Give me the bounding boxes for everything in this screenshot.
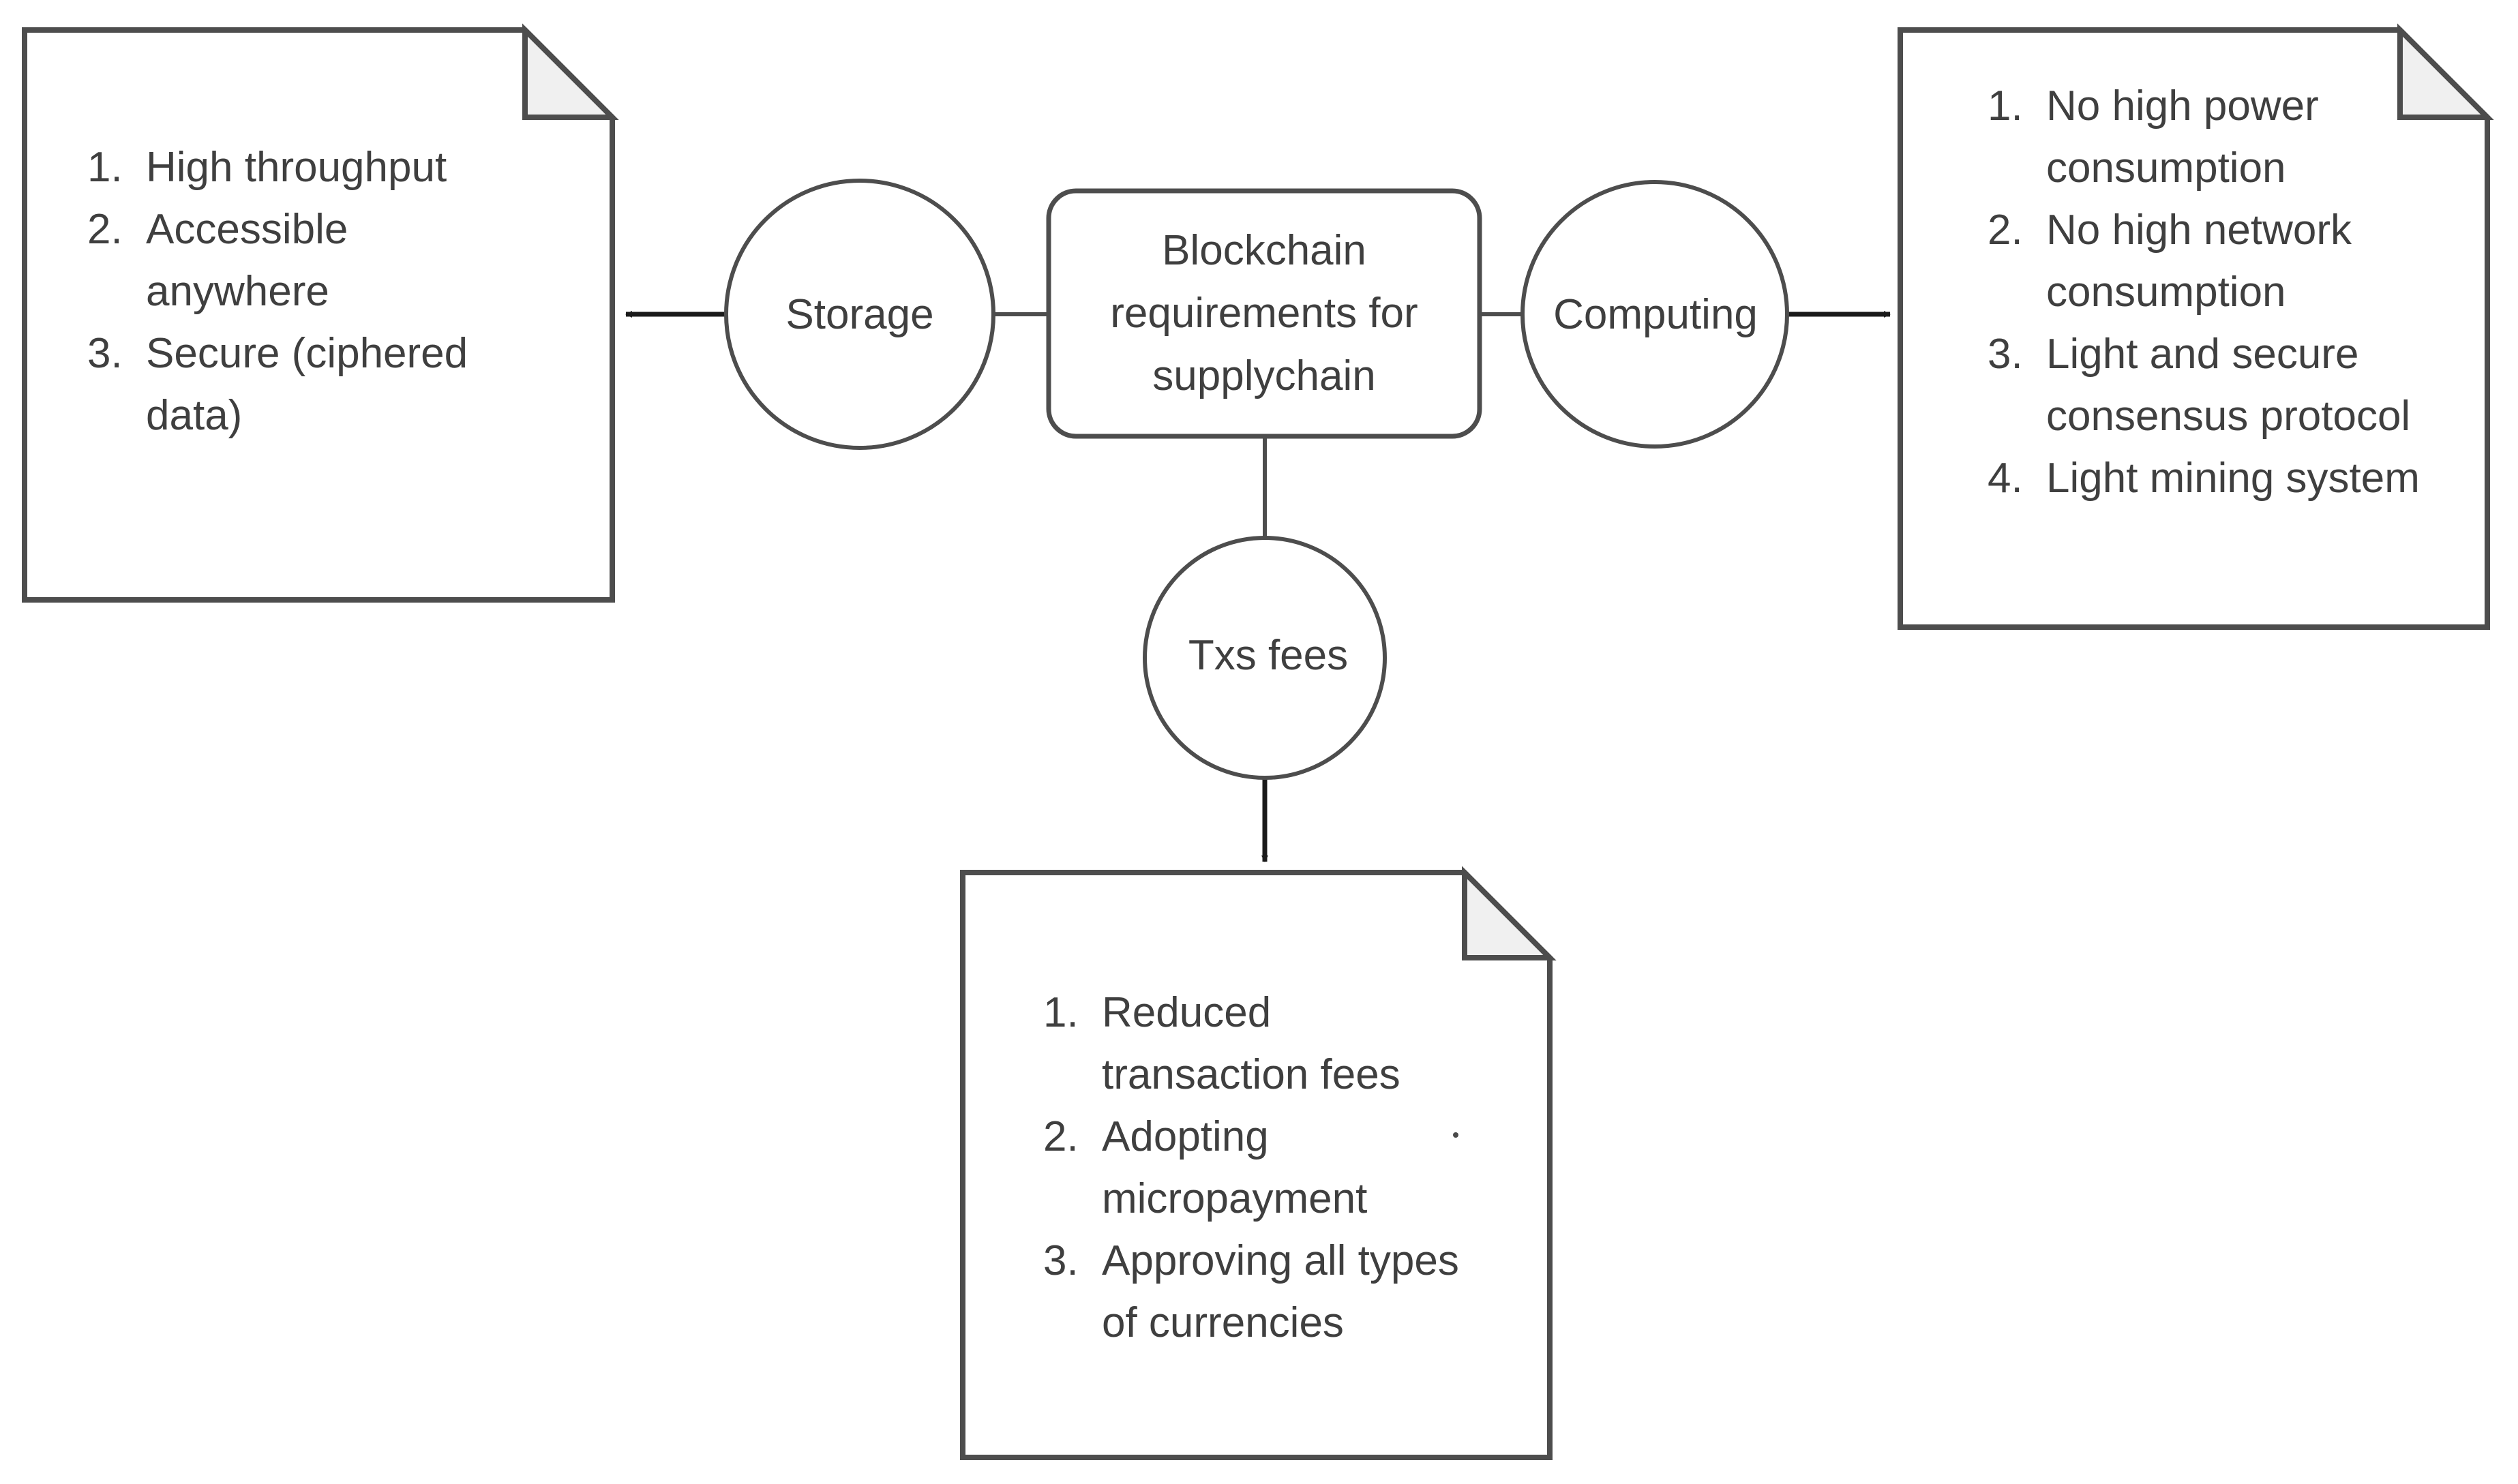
connector-lines	[992, 312, 1523, 539]
list-item-text: Light and secure consensus protocol	[2046, 331, 2411, 440]
list-item-number: 2.	[1988, 207, 2023, 254]
txsfees-node-shape	[1143, 536, 1387, 780]
computing-note-body	[1898, 27, 2490, 630]
list-item-number: 3.	[1043, 1237, 1079, 1284]
list-item-number: 3.	[87, 330, 123, 377]
txsfees-note-body	[960, 870, 1553, 1460]
computing-note-fold-icon	[2397, 23, 2494, 120]
list-item-number: 1.	[1988, 82, 2023, 130]
connector-arrows	[625, 311, 1891, 862]
storage-note-fold-icon	[522, 23, 619, 120]
list-item: 3. Approving all types of currencies	[1043, 1230, 1480, 1354]
list-item-text: Adopting micropayment	[1102, 1113, 1368, 1222]
list-item: 3. Light and secure consensus protocol	[1988, 323, 2465, 447]
txsfees-note-text: 1. Reduced transaction fees 2. Adopting …	[1043, 982, 1480, 1354]
list-item: 1. No high power consumption	[1988, 75, 2465, 199]
list-item-number: 1.	[1043, 989, 1079, 1036]
txsfees-note-fold-icon	[1462, 866, 1557, 960]
storage-node-label: Storage	[785, 291, 934, 338]
list-item-text: Approving all types of currencies	[1102, 1237, 1459, 1346]
list-item-text: Accessible anywhere	[146, 206, 348, 315]
list-item: 3. Secure (ciphered data)	[87, 322, 524, 446]
computing-note-text: 1. No high power consumption 2. No high …	[1988, 75, 2465, 509]
list-item-number: 2.	[1043, 1113, 1079, 1160]
list-item-number: 4.	[1988, 455, 2023, 502]
computing-node-label: Computing	[1553, 291, 1758, 338]
computing-node-shape	[1520, 180, 1789, 449]
center-node-label-line-2: requirements for	[1110, 290, 1418, 337]
center-node-label-line-3: supplychain	[1152, 352, 1376, 399]
list-item: 2. Adopting micropayment	[1043, 1106, 1480, 1230]
list-item: 2. Accessible anywhere	[87, 198, 524, 322]
list-item-text: No high network consumption	[2046, 207, 2352, 316]
list-item-number: 3.	[1988, 331, 2023, 378]
list-item: 1. Reduced transaction fees	[1043, 982, 1480, 1106]
list-item-text: High throughput	[146, 144, 447, 191]
list-item-number: 1.	[87, 144, 123, 191]
scan-speck	[1453, 1132, 1458, 1138]
storage-node-shape	[724, 179, 995, 450]
txsfees-note-shape	[960, 866, 1557, 1460]
storage-note-shape	[22, 23, 619, 603]
computing-note-shape	[1898, 23, 2494, 630]
storage-note-body	[22, 27, 615, 603]
list-item-text: No high power consumption	[2046, 82, 2319, 192]
list-item: 2. No high network consumption	[1988, 199, 2465, 323]
list-item: 4. Light mining system	[1988, 447, 2465, 509]
list-item-number: 2.	[87, 206, 123, 253]
list-item-text: Light mining system	[2046, 455, 2420, 502]
center-node-label: Blockchain requirements for supplychain	[1055, 205, 1473, 423]
list-item-text: Secure (ciphered data)	[146, 330, 468, 439]
center-node-label-line-1: Blockchain	[1162, 227, 1366, 274]
list-item-text: Reduced transaction fees	[1102, 989, 1400, 1098]
center-node-shape	[1046, 188, 1482, 439]
txsfees-node-label: Txs fees	[1188, 632, 1349, 679]
list-item: 1. High throughput	[87, 136, 524, 198]
storage-note-text: 1. High throughput 2. Accessible anywher…	[87, 136, 524, 446]
